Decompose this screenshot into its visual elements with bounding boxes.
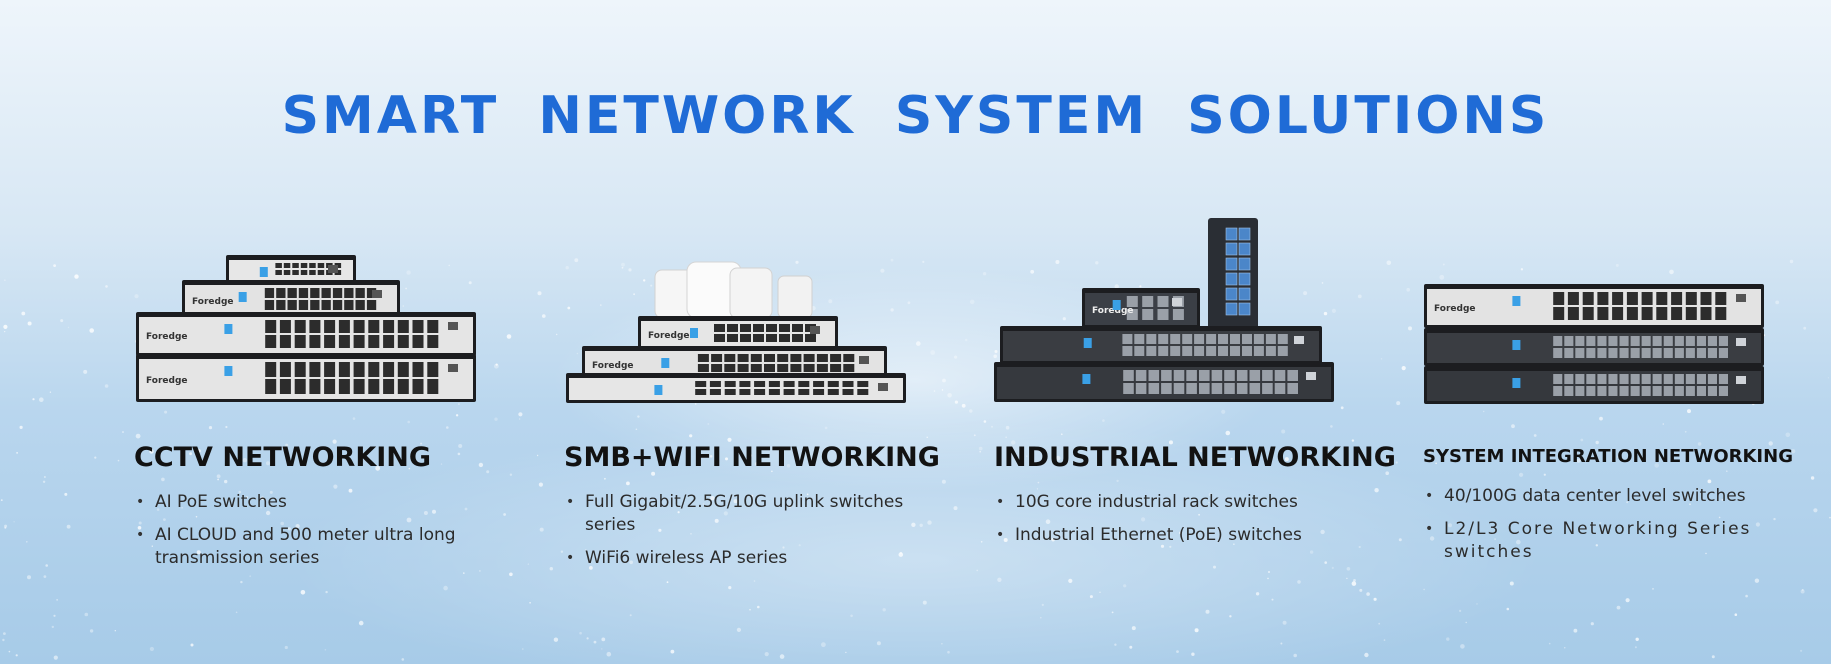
- wifi-access-point-image: [729, 267, 773, 319]
- brand-label: Foredge: [146, 332, 188, 342]
- network-switch-unit: Foredge: [582, 346, 887, 380]
- network-switch-unit: [1424, 328, 1764, 366]
- network-switch-unit: Foredge: [136, 354, 476, 402]
- solution-feature-list: AI PoE switches AI CLOUD and 500 meter u…: [134, 491, 494, 570]
- solution-feature-item: 40/100G data center level switches: [1423, 485, 1783, 508]
- wifi-access-point-image: [777, 275, 813, 319]
- solution-feature-item: AI PoE switches: [134, 491, 494, 514]
- industrial-switch-image: Foredge: [994, 218, 1334, 402]
- cctv-switch-stack-image: Foredge Foredge Foredge: [136, 255, 476, 402]
- solution-card-cctv: CCTV NETWORKING AI PoE switches AI CLOUD…: [134, 442, 494, 580]
- solution-card-smb-wifi: SMB+WIFI NETWORKING Full Gigabit/2.5G/10…: [564, 442, 940, 580]
- solution-feature-item: Full Gigabit/2.5G/10G uplink switches se…: [564, 491, 924, 537]
- solution-feature-item: AI CLOUD and 500 meter ultra long transm…: [134, 524, 494, 570]
- network-switch-unit: Foredge: [638, 316, 838, 350]
- network-switch-unit: [566, 373, 906, 403]
- solution-feature-list: 40/100G data center level switches L2/L3…: [1423, 485, 1783, 564]
- solution-feature-item: Industrial Ethernet (PoE) switches: [994, 524, 1354, 547]
- solution-feature-item: L2/L3 Core Networking Series switches: [1423, 518, 1783, 564]
- solution-feature-list: Full Gigabit/2.5G/10G uplink switches se…: [564, 491, 924, 570]
- solution-feature-item: WiFi6 wireless AP series: [564, 547, 924, 570]
- solution-card-system-integration: SYSTEM INTEGRATION NETWORKING 40/100G da…: [1423, 442, 1793, 574]
- brand-label: Foredge: [192, 297, 234, 307]
- brand-label: Foredge: [1434, 304, 1476, 314]
- network-switch-unit: Foredge: [182, 280, 400, 318]
- network-switch-unit: Foredge: [136, 312, 476, 356]
- solution-feature-item: 10G core industrial rack switches: [994, 491, 1354, 514]
- network-switch-unit: [994, 362, 1334, 402]
- brand-label: Foredge: [146, 376, 188, 386]
- system-integration-switch-image: Foredge: [1424, 284, 1764, 404]
- solution-feature-list: 10G core industrial rack switches Indust…: [994, 491, 1354, 547]
- solution-heading: CCTV NETWORKING: [134, 442, 432, 473]
- solution-heading: SMB+WIFI NETWORKING: [564, 442, 940, 473]
- solution-card-industrial: INDUSTRIAL NETWORKING 10G core industria…: [994, 442, 1396, 557]
- brand-label: Foredge: [648, 331, 690, 341]
- network-switch-unit: [226, 255, 356, 283]
- network-switch-unit: [1000, 326, 1322, 364]
- page-title: SMART NETWORK SYSTEM SOLUTIONS: [281, 86, 1550, 146]
- network-switch-unit: Foredge: [1424, 284, 1764, 328]
- solution-heading: SYSTEM INTEGRATION NETWORKING: [1423, 446, 1793, 467]
- smb-wifi-product-image: Foredge Foredge: [566, 261, 906, 403]
- din-rail-port-grid: [1225, 227, 1251, 316]
- brand-label: Foredge: [1092, 306, 1134, 316]
- solution-heading: INDUSTRIAL NETWORKING: [994, 442, 1396, 473]
- network-switch-unit: Foredge: [1082, 288, 1200, 328]
- brand-label: Foredge: [592, 361, 634, 371]
- network-switch-unit: [1424, 366, 1764, 404]
